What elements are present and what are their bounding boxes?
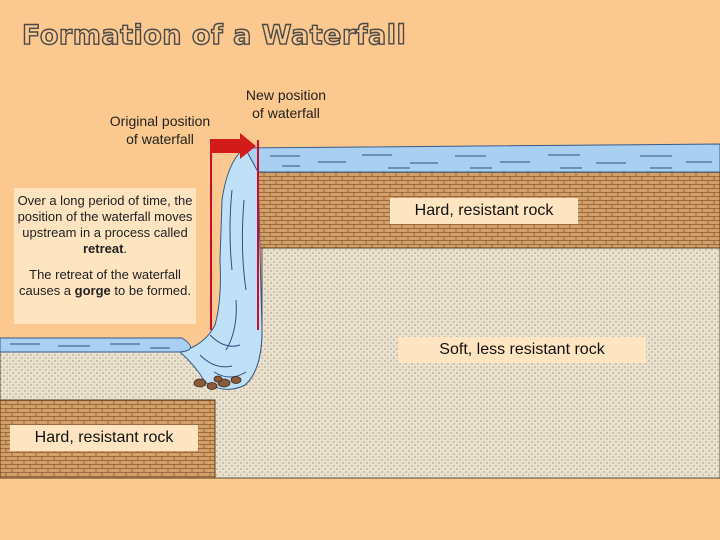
upper-hard-rock-label: Hard, resistant rock (390, 198, 578, 224)
retreat-text: Over a long period of time, the position… (17, 193, 193, 256)
page-title: Formation of a Waterfall (21, 19, 407, 51)
boulders (193, 375, 242, 390)
retreat-keyword: retreat (82, 241, 124, 256)
soft-rock-label: Soft, less resistant rock (398, 337, 646, 363)
lower-river (0, 337, 191, 353)
explanation-box: Over a long period of time, the position… (14, 188, 196, 324)
red-right-arrow-icon (210, 133, 256, 159)
new-position-label: New position of waterfall (245, 87, 327, 121)
lower-hard-rock-label: Hard, resistant rock (10, 425, 198, 451)
original-position-label: Original position of waterfall (109, 113, 211, 147)
gorge-keyword: gorge (74, 283, 111, 298)
gorge-text: The retreat of the waterfall causes a go… (19, 267, 191, 298)
water-flow-lines (10, 154, 712, 378)
